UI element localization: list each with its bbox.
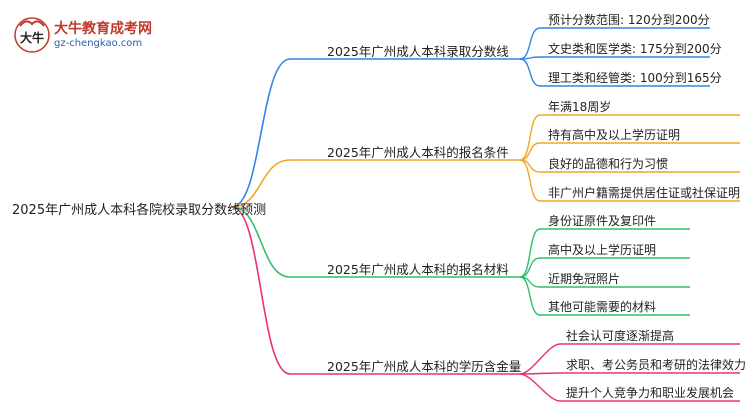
site-logo[interactable]: 大牛 大牛教育成考网 gz-chengkao.com	[12, 14, 187, 56]
leaf-connector-3-4	[519, 276, 690, 316]
logo-mark-text: 大牛	[20, 30, 44, 45]
leaf-conduct[interactable]: 良好的品德和行为习惯	[548, 157, 669, 171]
connector-branch-2	[231, 159, 520, 208]
bull-logo-icon: 大牛	[14, 17, 50, 53]
leaf-other-materials[interactable]: 其他可能需要的材料	[548, 300, 657, 314]
leaf-score-range[interactable]: 预计分数范围: 120分到200分	[548, 13, 710, 27]
leaf-connector-2-1	[519, 114, 740, 161]
branch-admission-scores[interactable]: 2025年广州成人本科录取分数线	[327, 44, 509, 59]
leaf-career-development[interactable]: 提升个人竞争力和职业发展机会	[566, 386, 735, 400]
leaf-photo[interactable]: 近期免冠照片	[548, 272, 621, 286]
connector-branch-3	[231, 206, 520, 278]
root-node[interactable]: 2025年广州成人本科各院校录取分数线预测	[12, 203, 267, 218]
brand-name: 大牛教育成考网	[54, 21, 152, 37]
connector-branch-4	[231, 206, 520, 375]
leaf-connector-3-1	[519, 228, 690, 278]
leaf-science-economics[interactable]: 理工类和经管类: 100分到165分	[548, 71, 722, 85]
leaf-connector-1-1	[519, 27, 710, 60]
leaf-connector-2-4	[519, 159, 740, 202]
connector-branch-1	[231, 58, 520, 208]
leaf-liberal-medical[interactable]: 文史类和医学类: 175分到200分	[548, 42, 722, 56]
leaf-residence[interactable]: 非广州户籍需提供居住证或社保证明	[548, 186, 741, 200]
leaf-connector-4-2	[519, 372, 740, 375]
leaf-connector-2-2	[519, 142, 740, 161]
leaf-connector-4-1	[519, 343, 740, 375]
leaf-connector-4-3	[519, 373, 740, 402]
leaf-id-card[interactable]: 身份证原件及复印件	[548, 214, 657, 228]
leaf-social-recognition[interactable]: 社会认可度逐渐提高	[566, 329, 675, 343]
leaf-age[interactable]: 年满18周岁	[548, 100, 612, 114]
leaf-legal-validity[interactable]: 求职、考公务员和考研的法律效力	[566, 358, 747, 372]
leaf-connector-3-2	[519, 257, 690, 278]
leaf-connector-1-3	[519, 58, 710, 87]
branch-requirements[interactable]: 2025年广州成人本科的报名条件	[327, 145, 509, 160]
branch-materials[interactable]: 2025年广州成人本科的报名材料	[327, 262, 509, 277]
leaf-education-proof[interactable]: 持有高中及以上学历证明	[548, 128, 681, 142]
leaf-diploma[interactable]: 高中及以上学历证明	[548, 243, 657, 257]
brand-url[interactable]: gz-chengkao.com	[54, 38, 143, 49]
leaf-connector-1-2	[519, 56, 710, 60]
branch-degree-value[interactable]: 2025年广州成人本科的学历含金量	[327, 359, 522, 374]
